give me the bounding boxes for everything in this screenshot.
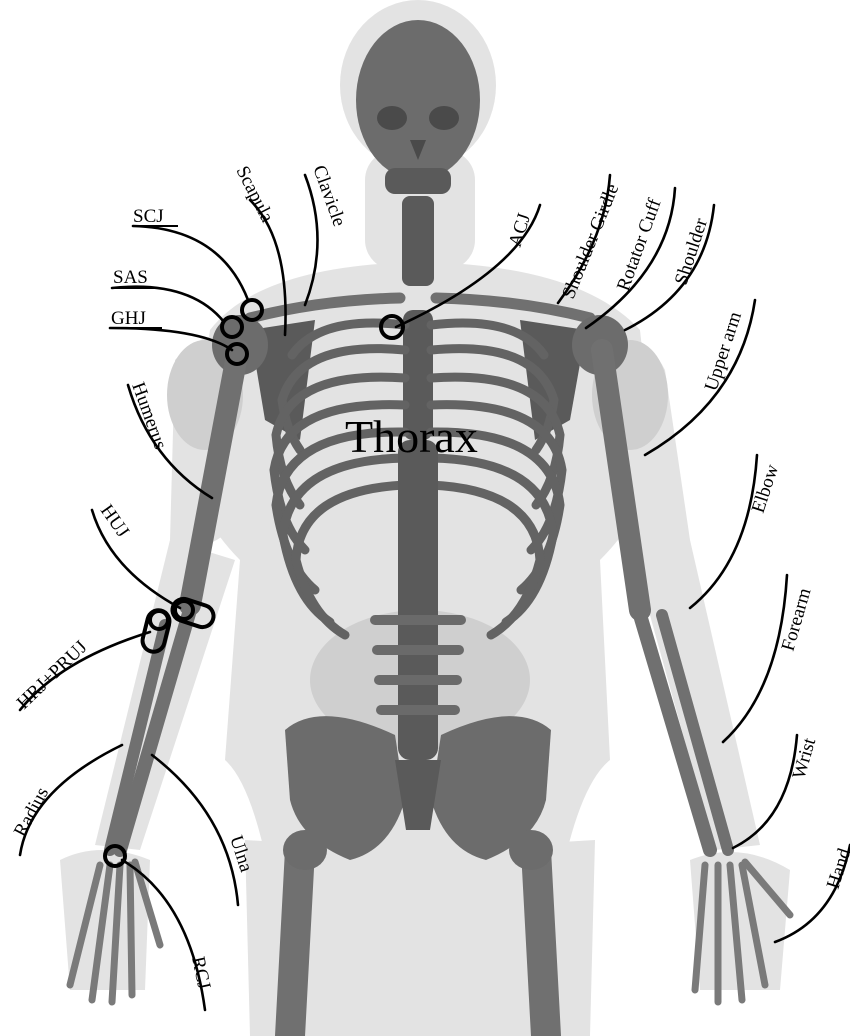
label-shoulder: Shoulder <box>671 215 712 287</box>
label-ulna: Ulna <box>225 833 257 875</box>
leader-forearm <box>723 575 787 742</box>
label-thorax: Thorax <box>345 411 478 462</box>
label-ghj: GHJ <box>111 308 146 329</box>
label-wrist: Wrist <box>789 735 821 781</box>
label-clavicle: Clavicle <box>308 163 349 230</box>
label-humerus: Humerus <box>127 380 171 453</box>
label-acj: ACJ <box>505 211 535 250</box>
label-hrj-pruj: HRJ+PRUJ <box>13 637 92 714</box>
label-rcj: RCJ <box>187 955 214 991</box>
label-sas: SAS <box>113 267 148 288</box>
label-radius: Radius <box>10 784 53 840</box>
label-scapula: Scapula <box>232 163 278 227</box>
label-upper-arm: Upper arm <box>701 309 746 393</box>
label-scj: SCJ <box>133 206 164 227</box>
leader-ulna <box>152 755 238 905</box>
label-hand: Hand <box>823 845 850 891</box>
